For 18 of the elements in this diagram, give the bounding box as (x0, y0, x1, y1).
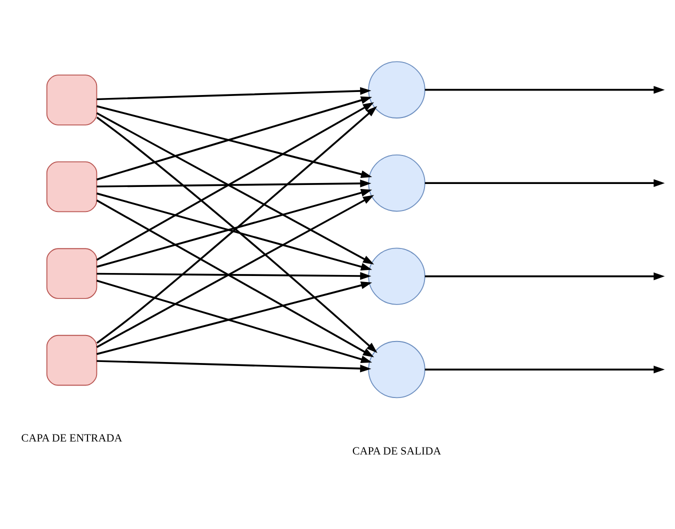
arrow (424, 85, 665, 94)
arrow (424, 365, 665, 373)
label: CAPA DE ENTRADA (21, 432, 122, 444)
arrow (424, 272, 665, 280)
node-circle (368, 154, 426, 212)
label: CAPA DE SALIDA (352, 445, 442, 458)
node-circle (368, 340, 426, 398)
node-box (46, 334, 98, 386)
node-circle (368, 60, 426, 118)
node-box (46, 160, 98, 212)
node-box (46, 248, 98, 298)
node-circle (368, 247, 426, 304)
arrow (96, 272, 372, 280)
arrow (424, 178, 665, 186)
arrow (96, 360, 372, 372)
arrow (96, 179, 372, 187)
node-box (46, 74, 98, 125)
arrow (96, 86, 372, 100)
